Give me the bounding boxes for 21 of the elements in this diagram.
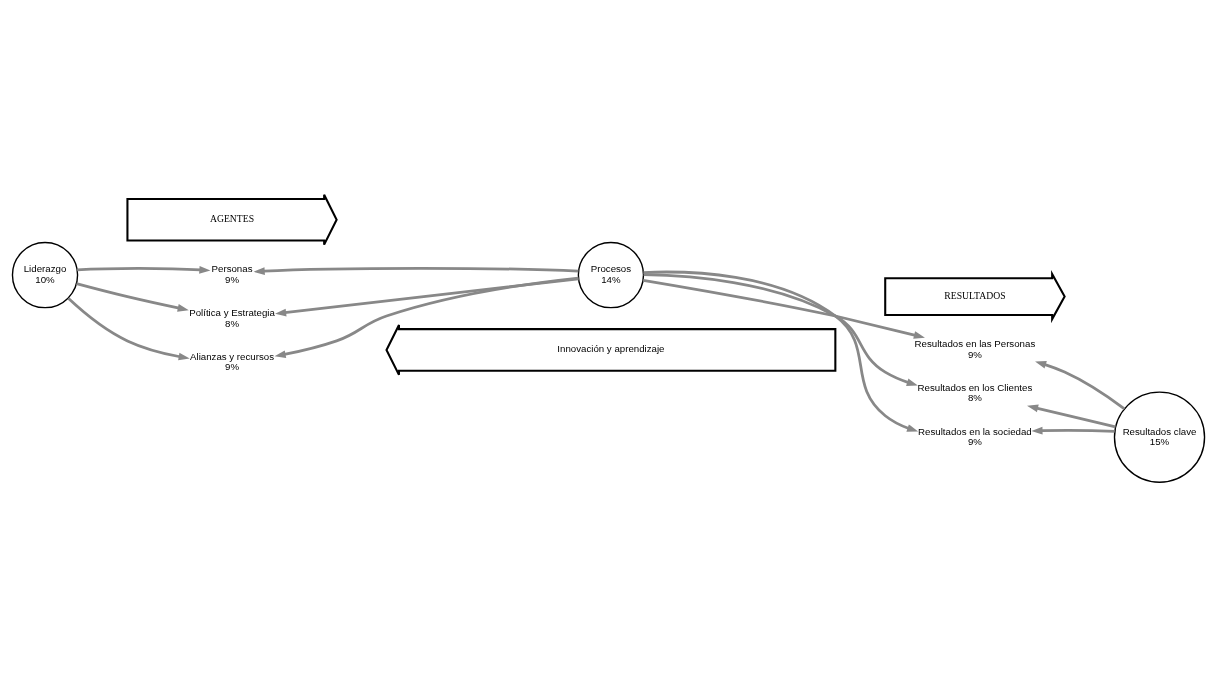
- node-text: Resultados en la sociedad 9%: [918, 425, 1032, 447]
- arrow: [275, 277, 579, 317]
- node-text: Resultados en los Clientes 8%: [917, 381, 1033, 404]
- node-text: Alianzas y recursos 9%: [190, 350, 275, 373]
- arrow: [1027, 404, 1116, 429]
- node-circle: Resultados clave 15%: [1113, 391, 1206, 483]
- arrow: [76, 282, 189, 312]
- node-text: Política y Estrategia 8%: [189, 307, 275, 329]
- node-circle: Liderazgo 10%: [11, 241, 79, 309]
- arrow: [643, 278, 925, 339]
- node-text: Personas 9%: [211, 263, 253, 285]
- node-text: Resultados en las Personas 9%: [914, 338, 1036, 360]
- arrow: [643, 270, 919, 432]
- arrow: [643, 273, 918, 386]
- arrow: [1031, 426, 1115, 435]
- arrow: [253, 267, 579, 276]
- arrow: [274, 276, 579, 359]
- arrow: [67, 297, 190, 361]
- arrow: [1035, 361, 1126, 411]
- arrow: [77, 265, 211, 274]
- node-circle: Procesos 14%: [577, 241, 645, 309]
